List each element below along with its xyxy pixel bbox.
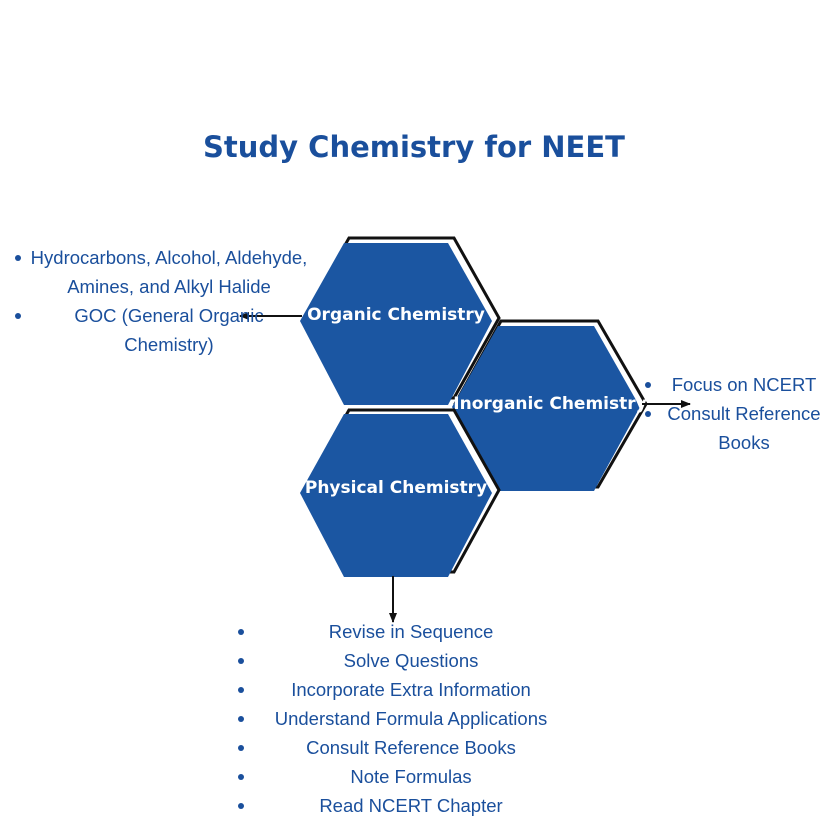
list-item: Incorporate Extra Information bbox=[232, 675, 572, 704]
list-item: Consult Reference Books bbox=[232, 733, 572, 762]
list-item: Consult Reference Books bbox=[640, 399, 828, 457]
list-item: GOC (General Organic Chemistry) bbox=[10, 301, 310, 359]
hex-organic-label: Organic Chemistry bbox=[307, 305, 485, 325]
list-item: Hydrocarbons, Alcohol, Aldehyde, Amines,… bbox=[10, 243, 310, 301]
hex-physical-label: Physical Chemistry bbox=[305, 478, 487, 498]
list-item: Solve Questions bbox=[232, 646, 572, 675]
list-item: Focus on NCERT bbox=[640, 370, 828, 399]
list-item: Note Formulas bbox=[232, 762, 572, 791]
list-item: Understand Formula Applications bbox=[232, 704, 572, 733]
list-item: Read NCERT Chapter bbox=[232, 791, 572, 820]
organic-points-list: Hydrocarbons, Alcohol, Aldehyde, Amines,… bbox=[10, 243, 310, 359]
page-title: Study Chemistry for NEET bbox=[203, 130, 625, 164]
physical-points-list: Revise in Sequence Solve Questions Incor… bbox=[232, 617, 572, 820]
hex-inorganic-label: Inorganic Chemistry bbox=[453, 394, 646, 414]
hex-physical: Physical Chemistry bbox=[300, 408, 501, 577]
hex-organic: Organic Chemistry bbox=[300, 236, 501, 405]
list-item: Revise in Sequence bbox=[232, 617, 572, 646]
inorganic-points-list: Focus on NCERT Consult Reference Books bbox=[640, 370, 828, 457]
